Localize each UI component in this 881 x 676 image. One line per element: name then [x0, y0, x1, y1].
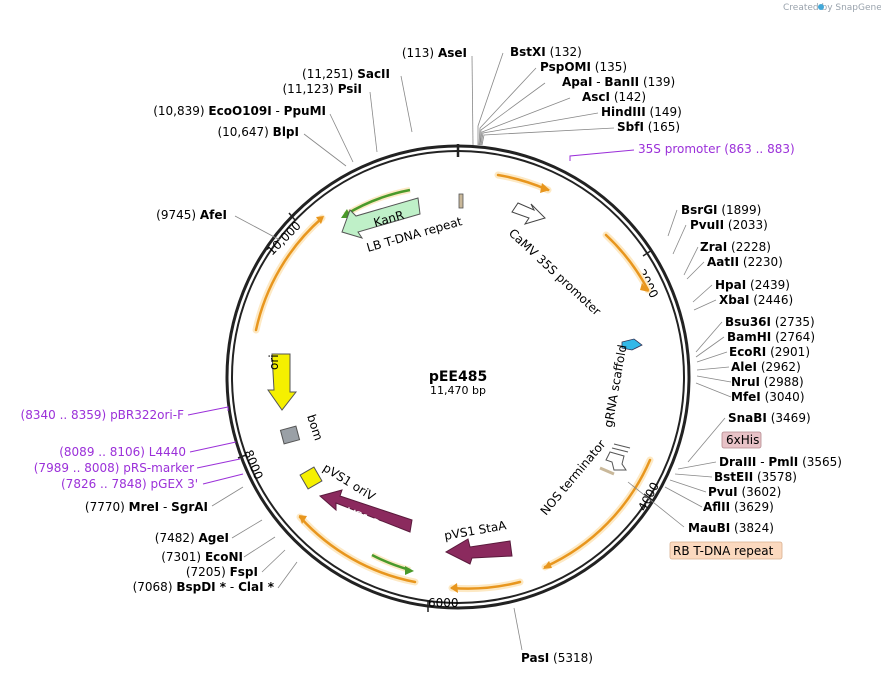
site-label-asci: AscI (142) — [582, 90, 646, 104]
site-label-sbfi: SbfI (165) — [617, 120, 680, 134]
site-label-maubi: MauBI (3824) — [688, 521, 774, 535]
site-label-pspomi: PspOMI (135) — [540, 60, 627, 74]
nos-terminator-feature[interactable] — [599, 443, 631, 476]
primer-label-l4440: (8089 .. 8106) L4440 — [59, 445, 186, 459]
snapgene-logo-icon — [818, 4, 824, 10]
sixhis-label: 6xHis — [726, 433, 759, 447]
primer-label-pgex3: (7826 .. 7848) pGEX 3' — [61, 477, 198, 491]
grna-arrow-shape[interactable] — [621, 338, 643, 351]
site-label-bsu36i: Bsu36I (2735) — [725, 315, 815, 329]
site-label-ecoo109i: (10,839) EcoO109I - PpuMI — [153, 104, 326, 118]
site-label-econi: (7301) EcoNI — [161, 550, 243, 564]
site-label-fspi: (7205) FspI — [186, 565, 258, 579]
pvs1-staa-arrow[interactable] — [444, 538, 513, 565]
kanr-arrow-shape — [341, 197, 421, 239]
bom-box[interactable] — [279, 425, 301, 445]
pvs1-staa-label: pVS1 StaA — [443, 518, 508, 543]
site-label-mfei: MfeI (3040) — [731, 390, 805, 404]
ori-arrow[interactable] — [267, 353, 298, 411]
primer-labels: 35S promoter (863 .. 883) (8340 .. 8359)… — [21, 142, 795, 491]
site-label-bspdi: (7068) BspDI * - ClaI * — [133, 580, 275, 594]
primer-lines — [187, 149, 635, 485]
site-label-agei: (7482) AgeI — [155, 531, 229, 545]
site-label-psii: (11,123) PsiI — [283, 82, 363, 96]
rb-tdna-label-box[interactable]: RB T-DNA repeat — [669, 541, 783, 560]
site-label-blpi: (10,647) BlpI — [217, 125, 299, 139]
site-label-aatii: AatII (2230) — [707, 255, 783, 269]
site-label-snabi: SnaBI (3469) — [728, 411, 811, 425]
camv-arrow-shape[interactable] — [511, 202, 546, 225]
site-label-nrui: NruI (2988) — [731, 375, 804, 389]
nos-terminator-label: NOS terminator — [538, 437, 609, 518]
site-label-alei: AleI (2962) — [731, 360, 801, 374]
green-arcs — [341, 187, 414, 575]
plasmid-name: pEE485 — [429, 369, 487, 385]
tick-marks — [237, 212, 653, 612]
site-labels-left: (113) AseI (11,251) SacII (11,123) PsiI … — [85, 46, 467, 594]
orf-arcs — [252, 171, 654, 593]
site-label-aflii: AflII (3629) — [703, 500, 774, 514]
pvs1-oriv-box[interactable] — [299, 466, 323, 490]
rb-tdna-label: RB T-DNA repeat — [673, 544, 774, 558]
site-label-draiii: DraIII - PmlI (3565) — [719, 455, 842, 469]
site-label-xbai: XbaI (2446) — [719, 293, 793, 307]
snapgene-credit: Created by SnapGene — [783, 3, 881, 13]
camv-label: CaMV 35S promoter — [506, 226, 604, 318]
bom-label: bom — [304, 413, 326, 443]
site-labels-right: BstXI (132) PspOMI (135) ApaI - BanII (1… — [510, 45, 842, 665]
site-label-bstxi: BstXI (132) — [510, 45, 582, 59]
site-label-afei: (9745) AfeI — [156, 208, 227, 222]
primer-label-prs-marker: (7989 .. 8008) pRS-marker — [34, 461, 194, 475]
site-label-pvuii: PvuII (2033) — [690, 218, 768, 232]
site-label-ecori: EcoRI (2901) — [729, 345, 810, 359]
lb-repeat-marker — [458, 193, 464, 209]
site-label-pvui: PvuI (3602) — [708, 485, 781, 499]
grna-label: gRNA scaffold — [601, 344, 629, 429]
site-label-hpai: HpaI (2439) — [715, 278, 790, 292]
site-label-bsrgi: BsrGI (1899) — [681, 203, 761, 217]
site-label-mrei: (7770) MreI - SgrAI — [85, 500, 208, 514]
site-label-bamhi: BamHI (2764) — [727, 330, 815, 344]
site-label-hindiii: HindIII (149) — [601, 105, 682, 119]
primer-label-pbr322ori-f: (8340 .. 8359) pBR322ori-F — [21, 408, 185, 422]
site-leader-lines — [211, 52, 732, 651]
site-label-pasi: PasI (5318) — [521, 651, 593, 665]
site-label-apai: ApaI - BanII (139) — [562, 75, 675, 89]
site-label-asei: (113) AseI — [402, 46, 467, 60]
primer-label-35s: 35S promoter (863 .. 883) — [638, 142, 795, 156]
tick-label-6000: 6000 — [428, 596, 459, 610]
site-label-bsteii: BstEII (3578) — [714, 470, 797, 484]
ori-label: ori — [267, 354, 281, 370]
site-label-sacii: (11,251) SacII — [302, 67, 390, 81]
site-label-zrai: ZraI (2228) — [700, 240, 771, 254]
sixhis-label-box[interactable]: 6xHis — [721, 431, 762, 449]
plasmid-size: 11,470 bp — [430, 384, 486, 397]
